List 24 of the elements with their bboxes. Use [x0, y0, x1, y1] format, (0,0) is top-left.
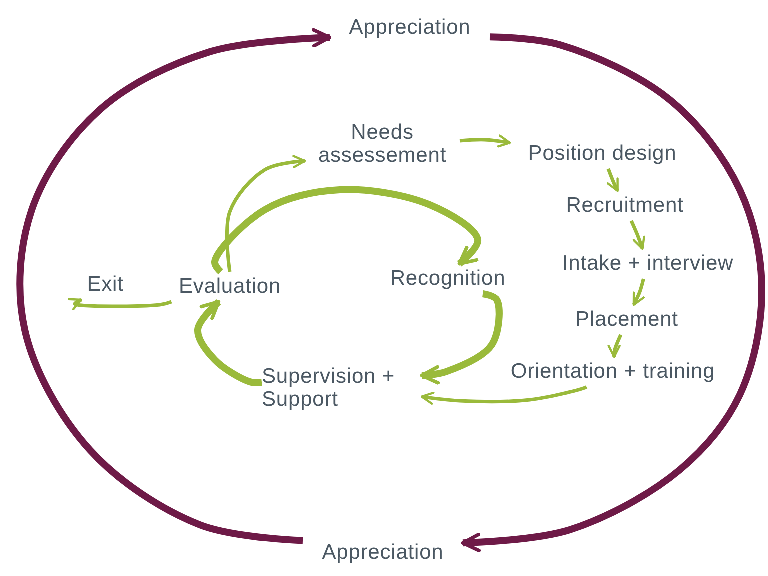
step-label: Appreciation	[322, 541, 444, 565]
arrow	[420, 386, 588, 405]
arrow	[460, 134, 512, 148]
step-label: Needs assessement	[317, 120, 448, 168]
arrow	[212, 186, 482, 274]
step-label: Supervision + Support	[262, 364, 396, 412]
arrow	[632, 278, 646, 306]
arrow	[16, 28, 332, 544]
step-label: Recruitment	[566, 194, 684, 218]
arrow	[608, 334, 623, 358]
step-label: Recognition	[390, 267, 506, 291]
step-label: Exit	[87, 273, 124, 297]
arrow	[630, 220, 646, 250]
arrow	[68, 298, 172, 311]
step-label: Intake + interview	[562, 252, 734, 276]
step-label: Evaluation	[178, 275, 282, 299]
step-label: Position design	[528, 142, 677, 166]
arrow	[194, 299, 262, 386]
arrow	[461, 34, 766, 552]
step-label: Orientation + training	[510, 360, 716, 384]
arrow	[225, 155, 306, 272]
step-label: Placement	[576, 308, 678, 332]
step-label: Appreciation	[349, 16, 471, 40]
arrow	[606, 168, 620, 192]
